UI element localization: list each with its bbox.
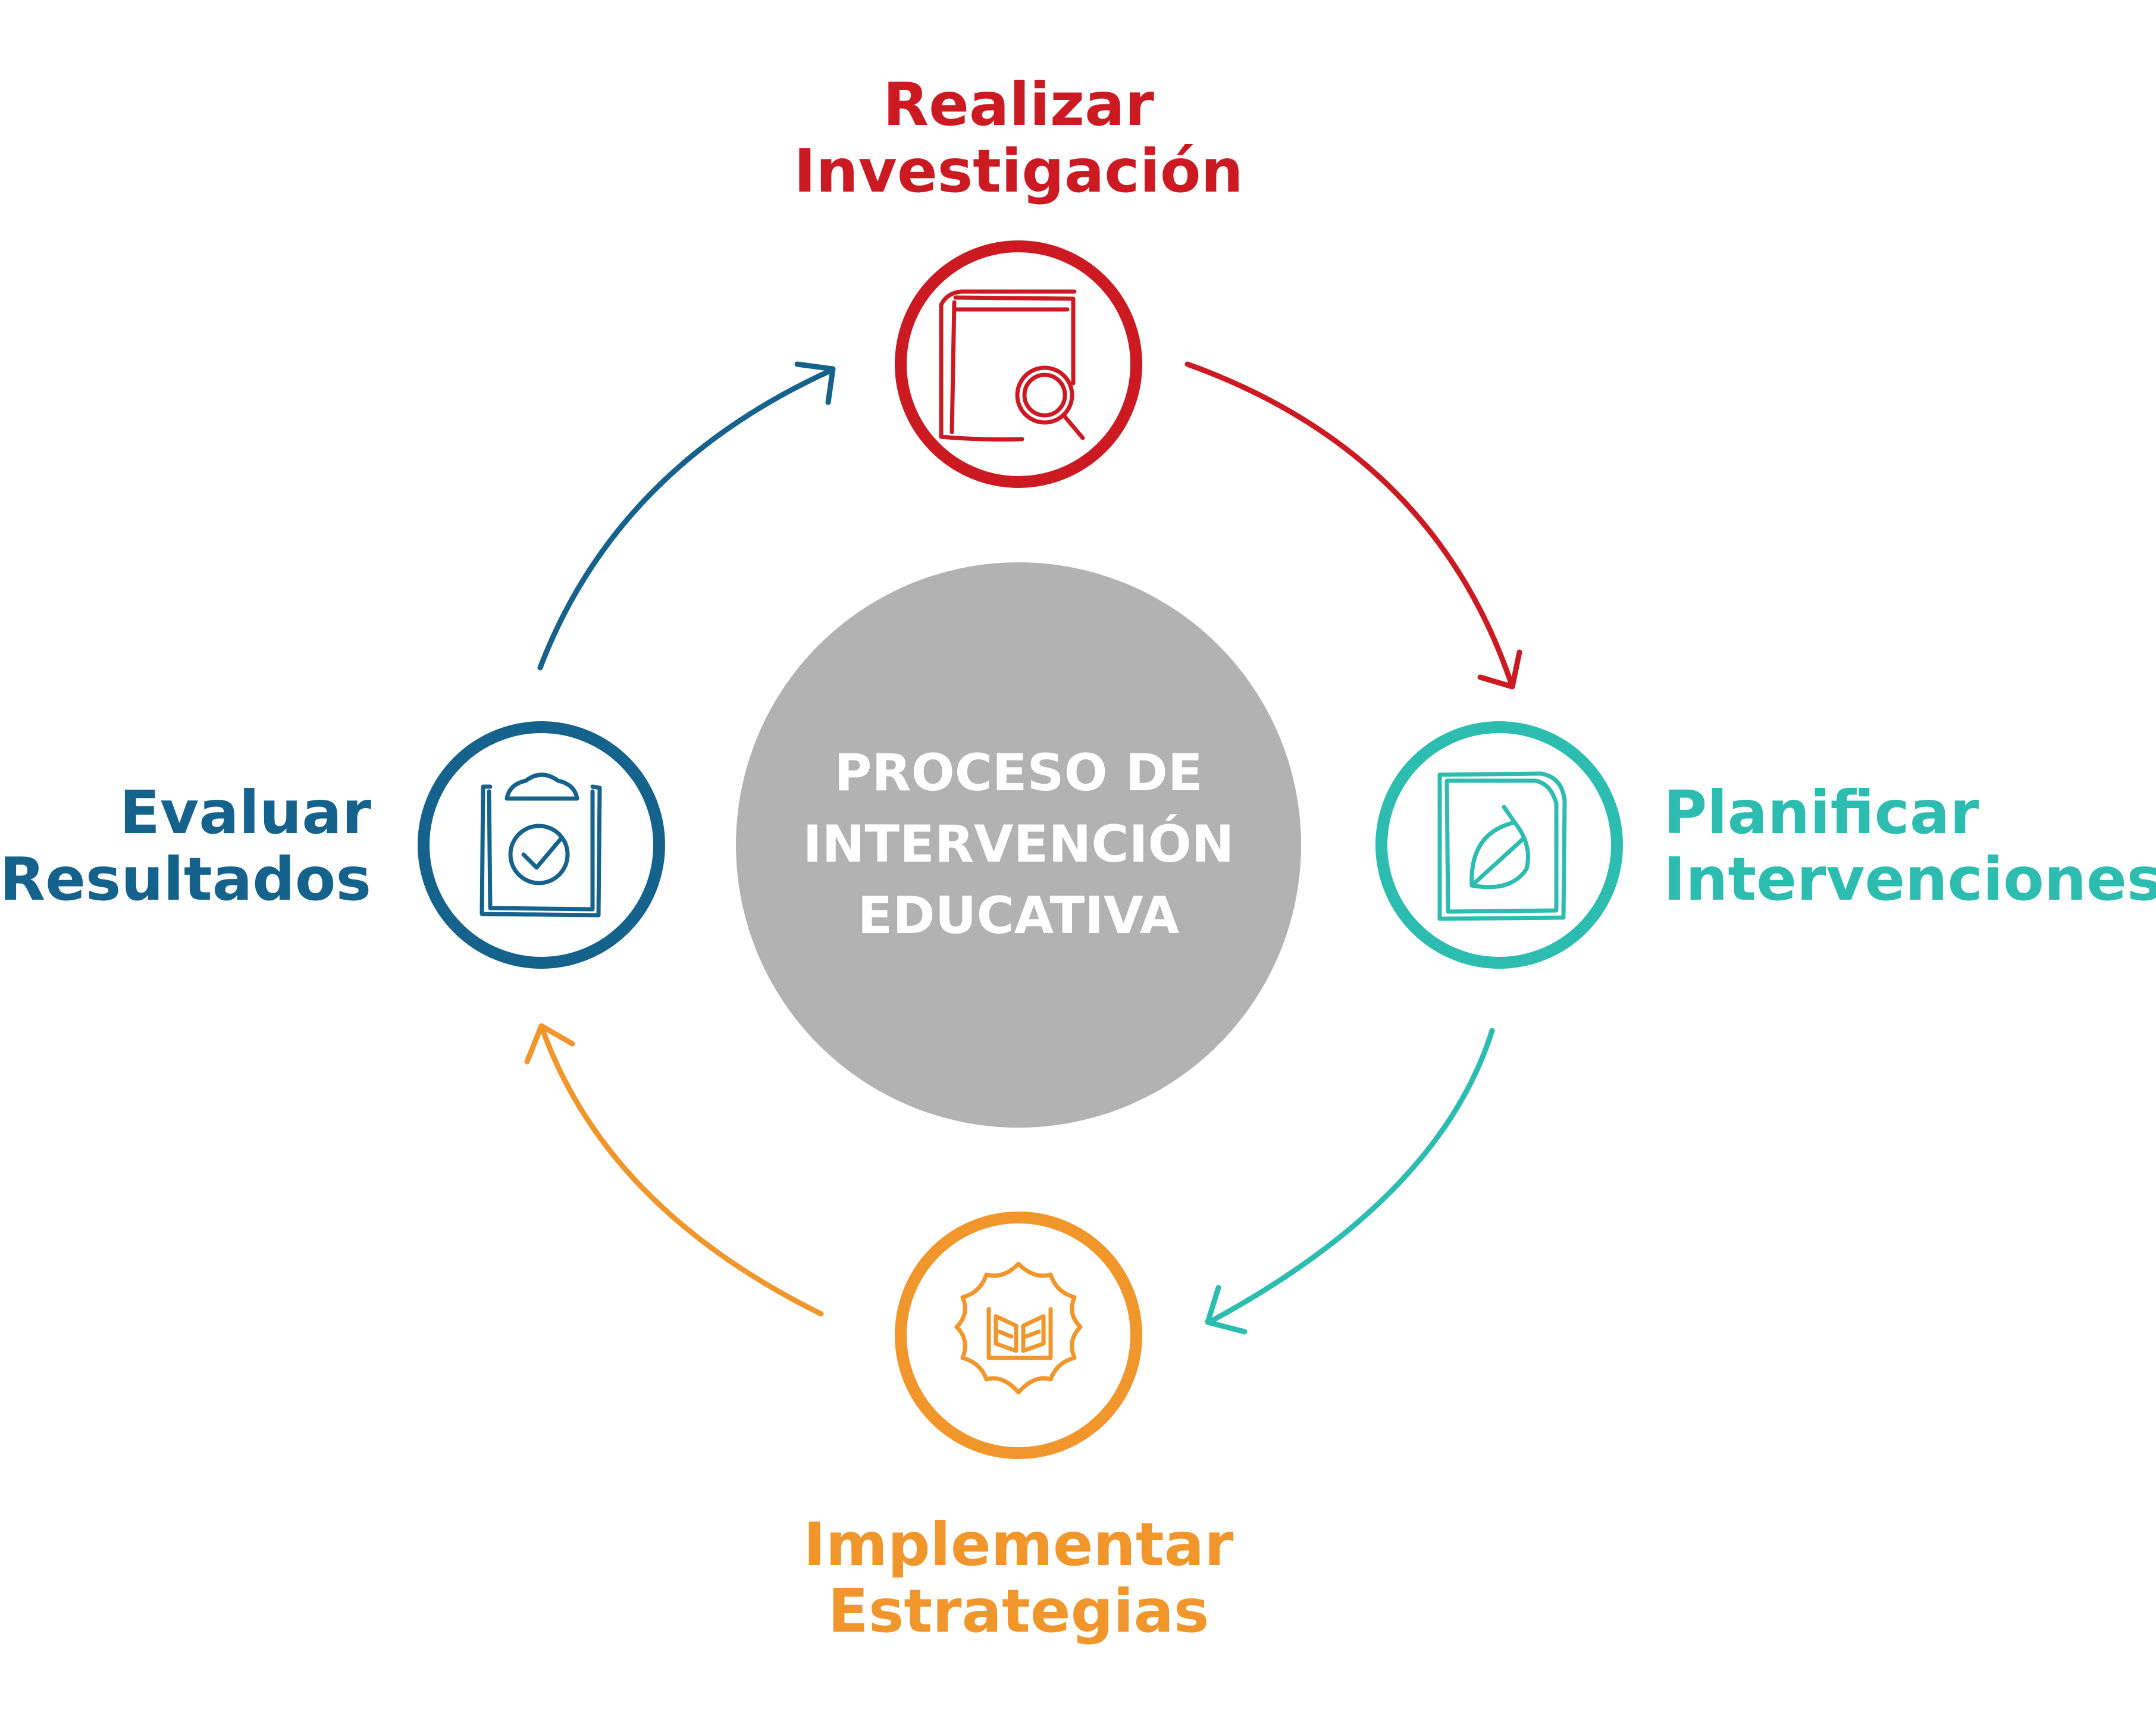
plan-ring	[1375, 721, 1623, 969]
plan-label-line2: Intervenciones	[1663, 844, 2156, 914]
center-circle	[736, 562, 1301, 1128]
clipboard-check-icon	[480, 772, 602, 918]
center-hub: PROCESO DE INTERVENCIÓN EDUCATIVA	[736, 562, 1301, 1128]
implement-label-line2: Estrategias	[828, 1576, 1209, 1646]
center-title-line2: INTERVENCIÓN	[803, 814, 1234, 874]
center-title-line3: EDUCATIVA	[858, 886, 1180, 946]
stage-evaluate: Evaluar Resultados	[0, 721, 665, 969]
book-search-icon	[939, 289, 1085, 442]
implement-label-line1: Implementar	[804, 1510, 1234, 1579]
stage-implement: Implementar Estrategias	[804, 1212, 1234, 1646]
evaluate-ring	[418, 721, 665, 969]
plan-label-line1: Planificar	[1663, 778, 1979, 847]
gear-book-icon	[954, 1262, 1083, 1395]
arrow-implement-to-evaluate	[524, 1023, 824, 1317]
arrow-plan-to-implement	[1205, 1028, 1495, 1335]
document-leaf-icon	[1437, 771, 1567, 921]
arrow-evaluate-to-research	[537, 361, 836, 671]
implement-ring	[895, 1212, 1142, 1459]
evaluate-label-line1: Evaluar	[120, 778, 372, 847]
center-title-line1: PROCESO DE	[834, 743, 1202, 803]
research-label-line2: Investigación	[794, 136, 1243, 206]
stage-research: Realizar Investigación	[794, 70, 1243, 488]
cycle-arrows	[524, 361, 1522, 1335]
evaluate-label-line2: Resultados	[0, 844, 371, 914]
arrow-research-to-plan	[1184, 361, 1522, 690]
research-ring	[895, 240, 1142, 488]
stage-plan: Planificar Intervenciones	[1375, 721, 2156, 969]
research-label-line1: Realizar	[883, 70, 1155, 139]
